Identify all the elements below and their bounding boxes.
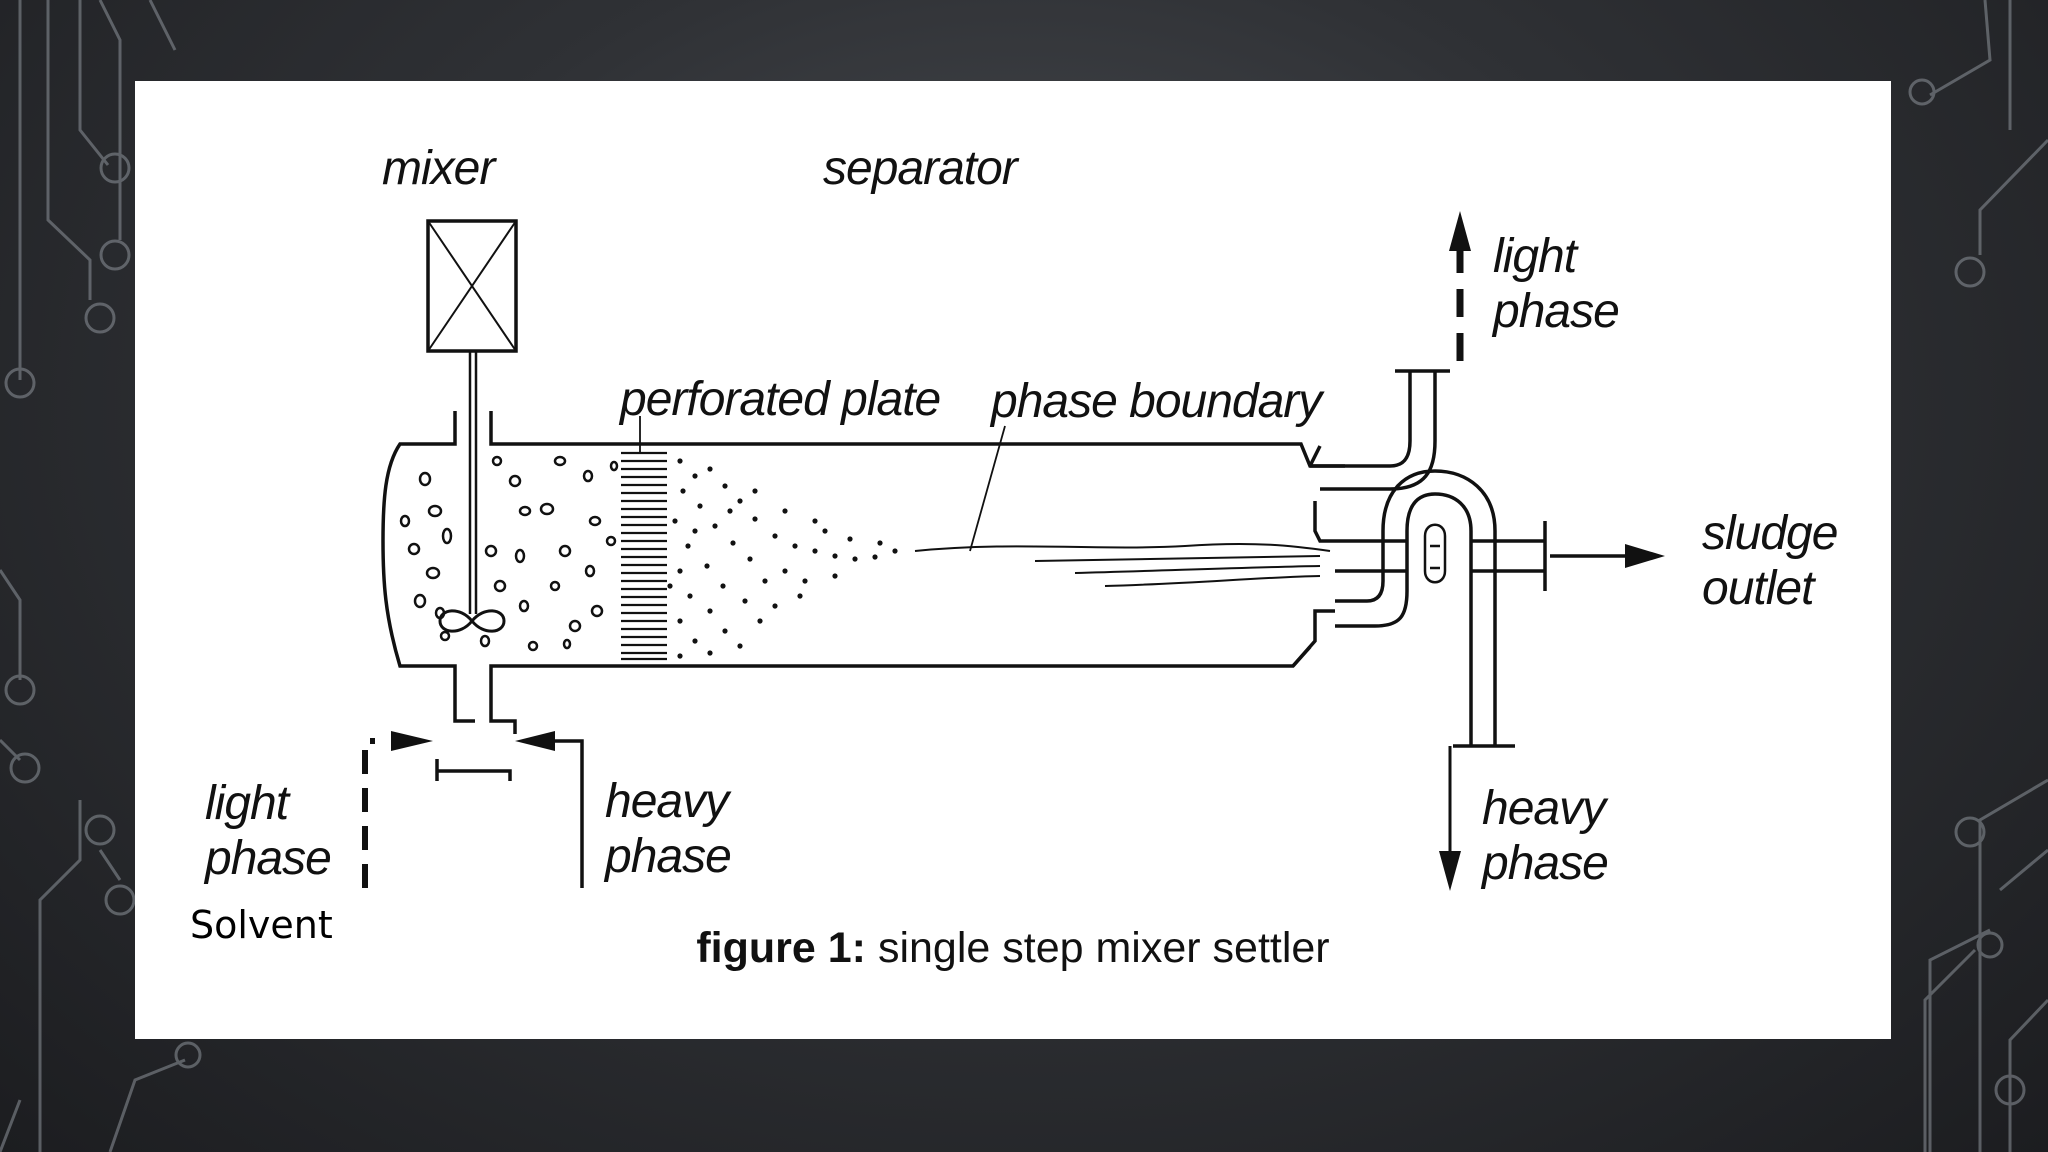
light-phase-out-label: light phase xyxy=(1493,230,1620,338)
light-phase-inlet-line xyxy=(362,738,375,888)
loop-inner-marks xyxy=(1430,544,1440,570)
heavy-phase-out-arrow xyxy=(1439,851,1461,891)
figure-caption: figure 1: single step mixer settler xyxy=(135,924,1891,973)
loop-inner xyxy=(1423,523,1447,584)
sludge-pipe xyxy=(1335,521,1547,591)
phase-boundary-lines xyxy=(914,542,1331,587)
heavy-phase-in-label: heavy phase xyxy=(605,775,732,883)
separator-label: separator xyxy=(823,142,1018,195)
droplets-mixer-zone xyxy=(399,455,619,652)
inlet-nozzle xyxy=(453,706,517,734)
droplets-separator-cone xyxy=(667,458,898,659)
light-phase-in-arrow xyxy=(391,731,433,751)
light-phase-out-arrow xyxy=(1449,211,1471,251)
mixer-motor-cross xyxy=(427,220,517,352)
caption-prefix: figure 1: xyxy=(696,924,866,972)
caption-text: single step mixer settler xyxy=(877,924,1330,972)
perforated-plate xyxy=(621,451,667,661)
sludge-outlet-label: sludge outlet xyxy=(1702,507,1838,615)
mixer-shaft xyxy=(468,351,478,614)
heavy-phase-inlet-line xyxy=(550,739,584,888)
inlet-cap xyxy=(435,759,512,781)
perforated-plate-label: perforated plate xyxy=(620,373,941,426)
phase-boundary-label: phase boundary xyxy=(991,375,1322,428)
mixer-label: mixer xyxy=(382,142,495,195)
heavy-phase-out-label: heavy phase xyxy=(1482,782,1609,890)
light-phase-in-label: light phase xyxy=(205,777,332,885)
vessel-right-end xyxy=(1291,445,1335,668)
solvent-annotation: Solvent xyxy=(190,903,333,947)
figure-panel: mixer separator perforated plate phase b… xyxy=(135,81,1891,1039)
sludge-outlet-arrow xyxy=(1625,544,1665,568)
heavy-phase-in-arrow xyxy=(515,731,555,751)
mixer-motor xyxy=(426,219,518,353)
mixer-settler-diagram xyxy=(362,211,1665,891)
phase-boundary-leader xyxy=(969,425,1006,552)
mixer-impeller xyxy=(438,609,506,633)
heavy-phase-loop xyxy=(1335,469,1497,746)
light-phase-outlet-pipe xyxy=(1310,371,1437,491)
